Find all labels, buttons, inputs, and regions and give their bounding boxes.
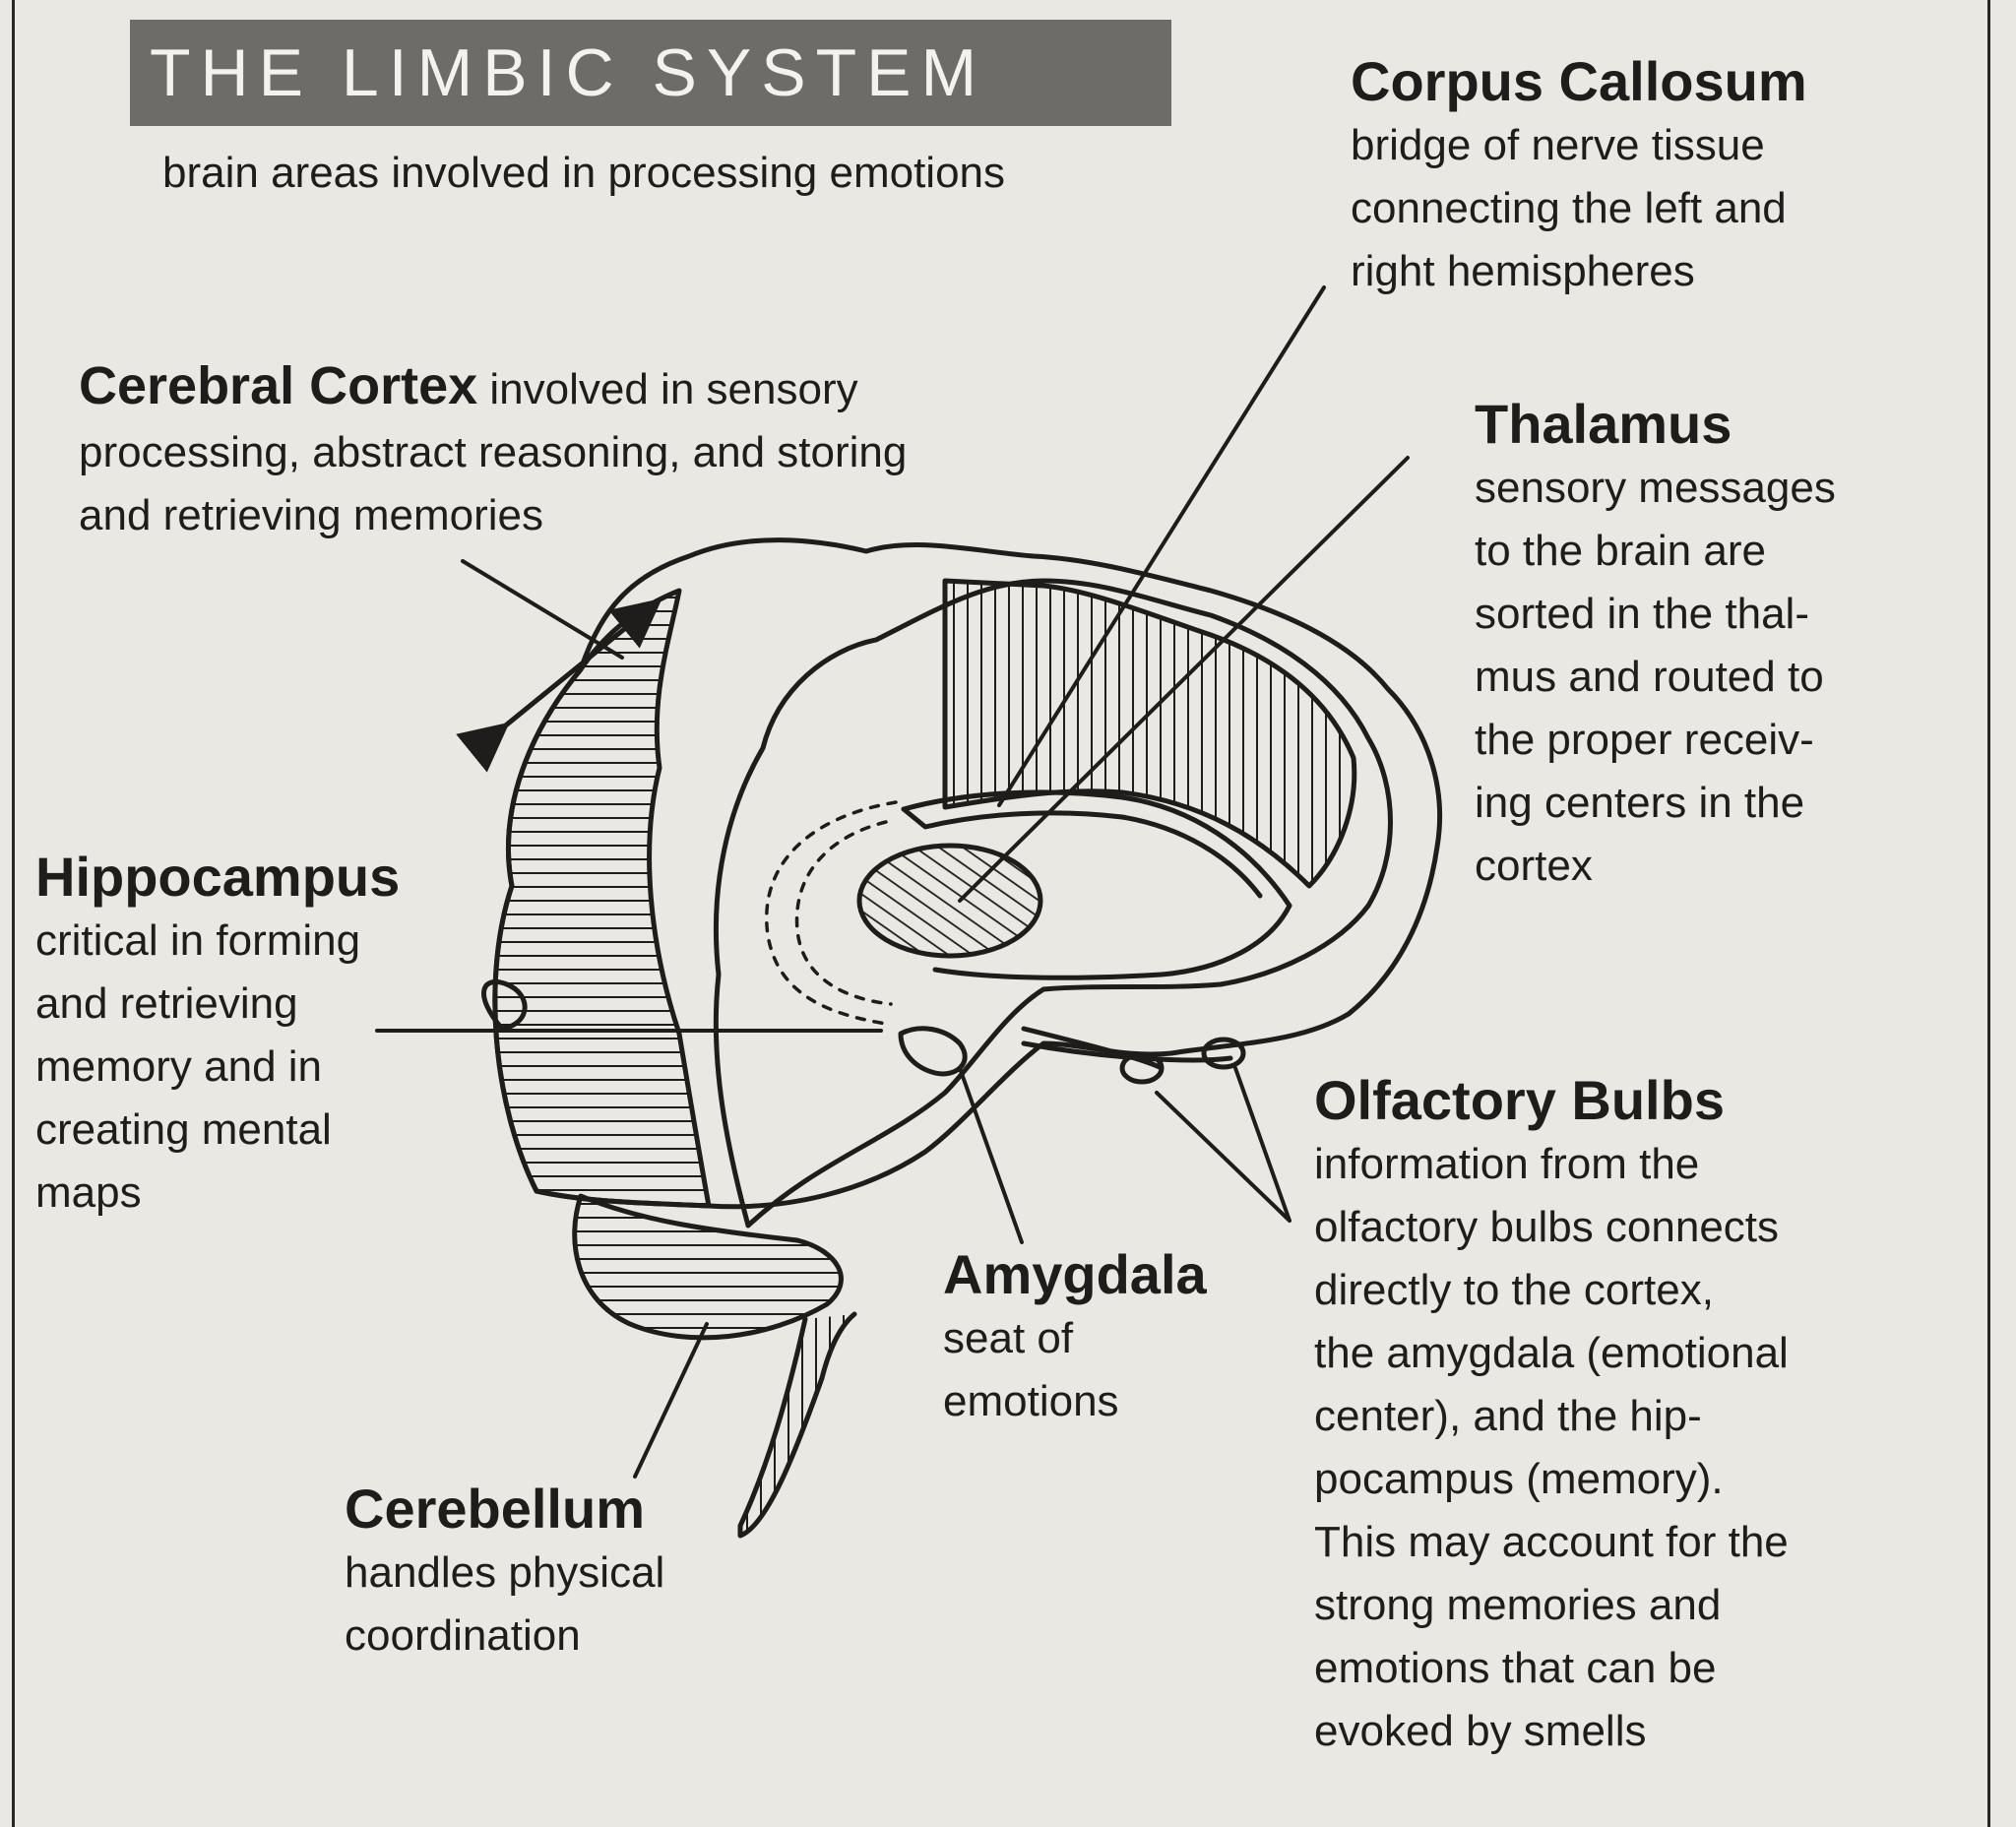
desc-line: ing centers in the (1475, 779, 1805, 827)
desc-line: memory and in (35, 1042, 323, 1091)
hippocampus-bulge (481, 978, 528, 1032)
amygdala-shape (898, 1026, 968, 1077)
title-band (130, 20, 1171, 126)
label-amygdala-title: Amygdala (943, 1243, 1207, 1305)
cortex-arrow-double (456, 598, 662, 773)
desc-line: strong memories and (1314, 1581, 1722, 1629)
desc-line: information from the (1314, 1140, 1700, 1188)
label-cerebral-cortex-desc: Cerebral Cortex involved in sensory proc… (79, 354, 907, 547)
cerebellum-shape (572, 1193, 844, 1341)
label-corpus-callosum-desc: bridge of nerve tissue connecting the le… (1351, 114, 1807, 303)
desc-line: This may account for the (1314, 1518, 1789, 1566)
thalamus-shape (856, 843, 1043, 959)
desc-line: and retrieving memories (79, 491, 543, 539)
label-cerebral-cortex-title: Cerebral Cortex (79, 356, 478, 415)
diagram-subtitle: brain areas involved in processing emoti… (162, 149, 1006, 197)
desc-line: creating mental (35, 1105, 332, 1154)
corpus-callosum-region (942, 578, 1357, 889)
label-thalamus-desc: sensory messages to the brain are sorted… (1475, 457, 1836, 898)
desc-line: emotions (943, 1377, 1119, 1425)
label-thalamus: Thalamus sensory messages to the brain a… (1475, 392, 1836, 898)
desc-line: the amygdala (emotional (1314, 1329, 1789, 1377)
desc-line: to the brain are (1475, 527, 1766, 575)
callosum-band (901, 806, 1263, 899)
desc-line: connecting the left and (1351, 184, 1787, 232)
label-thalamus-title: Thalamus (1475, 393, 1732, 455)
label-cerebral-cortex: Cerebral Cortex involved in sensory proc… (79, 354, 907, 547)
desc-line: mus and routed to (1475, 653, 1824, 701)
label-hippocampus: Hippocampus critical in forming and retr… (35, 845, 400, 1225)
label-cerebellum-title: Cerebellum (345, 1478, 645, 1540)
label-olfactory-bulbs-title: Olfactory Bulbs (1314, 1069, 1725, 1131)
leader-olfactory-2 (1233, 1066, 1292, 1223)
leader-cerebellum (633, 1322, 709, 1479)
medial-surface (713, 578, 1393, 1228)
label-olfactory-bulbs: Olfactory Bulbs information from the olf… (1314, 1068, 1789, 1763)
desc-line: emotions that can be (1314, 1644, 1717, 1692)
desc-line: evoked by smells (1314, 1707, 1647, 1755)
desc-line: handles physical (345, 1548, 665, 1597)
desc-line: directly to the cortex, (1314, 1266, 1714, 1314)
desc-line: center), and the hip- (1314, 1392, 1702, 1440)
desc-line: maps (35, 1168, 142, 1217)
desc-line: seat of (943, 1314, 1074, 1362)
brain-stem (737, 1311, 857, 1539)
desc-line: and retrieving (35, 979, 298, 1028)
cortex-lateral-band (492, 588, 712, 1209)
cortex-arrow (461, 559, 624, 660)
olfactory-bulb-2 (1201, 1037, 1246, 1070)
desc-line: pocampus (memory). (1314, 1455, 1724, 1503)
label-hippocampus-title: Hippocampus (35, 846, 401, 908)
leader-amygdala (958, 1066, 1024, 1244)
label-corpus-callosum: Corpus Callosum bridge of nerve tissue c… (1351, 49, 1807, 303)
desc-line: cortex (1475, 842, 1593, 890)
leader-olfactory-1 (1155, 1091, 1292, 1223)
callosum-arch (901, 789, 1292, 980)
desc-line: coordination (345, 1611, 581, 1660)
desc-line: right hemispheres (1351, 247, 1695, 295)
desc-line: olfactory bulbs connects (1314, 1203, 1780, 1251)
page-frame (12, 0, 1990, 1827)
label-hippocampus-desc: critical in forming and retrieving memor… (35, 910, 400, 1225)
hippocampus-arc (765, 800, 898, 1026)
label-amygdala-desc: seat of emotions (943, 1307, 1207, 1433)
diagram-title: THE LIMBIC SYSTEM (150, 35, 987, 110)
desc-line: involved in sensory (477, 365, 858, 413)
leader-thalamus (958, 456, 1410, 903)
desc-line: sorted in the thal- (1475, 590, 1809, 638)
olfactory-bulb-1 (1119, 1051, 1165, 1085)
label-amygdala: Amygdala seat of emotions (943, 1242, 1207, 1433)
label-cerebellum: Cerebellum handles physical coordination (345, 1477, 664, 1668)
desc-line: processing, abstract reasoning, and stor… (79, 428, 908, 476)
desc-line: critical in forming (35, 916, 361, 965)
desc-line: the proper receiv- (1475, 716, 1814, 764)
label-corpus-callosum-title: Corpus Callosum (1351, 50, 1807, 112)
label-cerebellum-desc: handles physical coordination (345, 1542, 664, 1668)
desc-line: sensory messages (1475, 464, 1836, 512)
leader-corpus-callosum (997, 285, 1326, 807)
olfactory-tract (1021, 1026, 1233, 1071)
label-olfactory-bulbs-desc: information from the olfactory bulbs con… (1314, 1133, 1789, 1763)
desc-line: bridge of nerve tissue (1351, 121, 1765, 169)
